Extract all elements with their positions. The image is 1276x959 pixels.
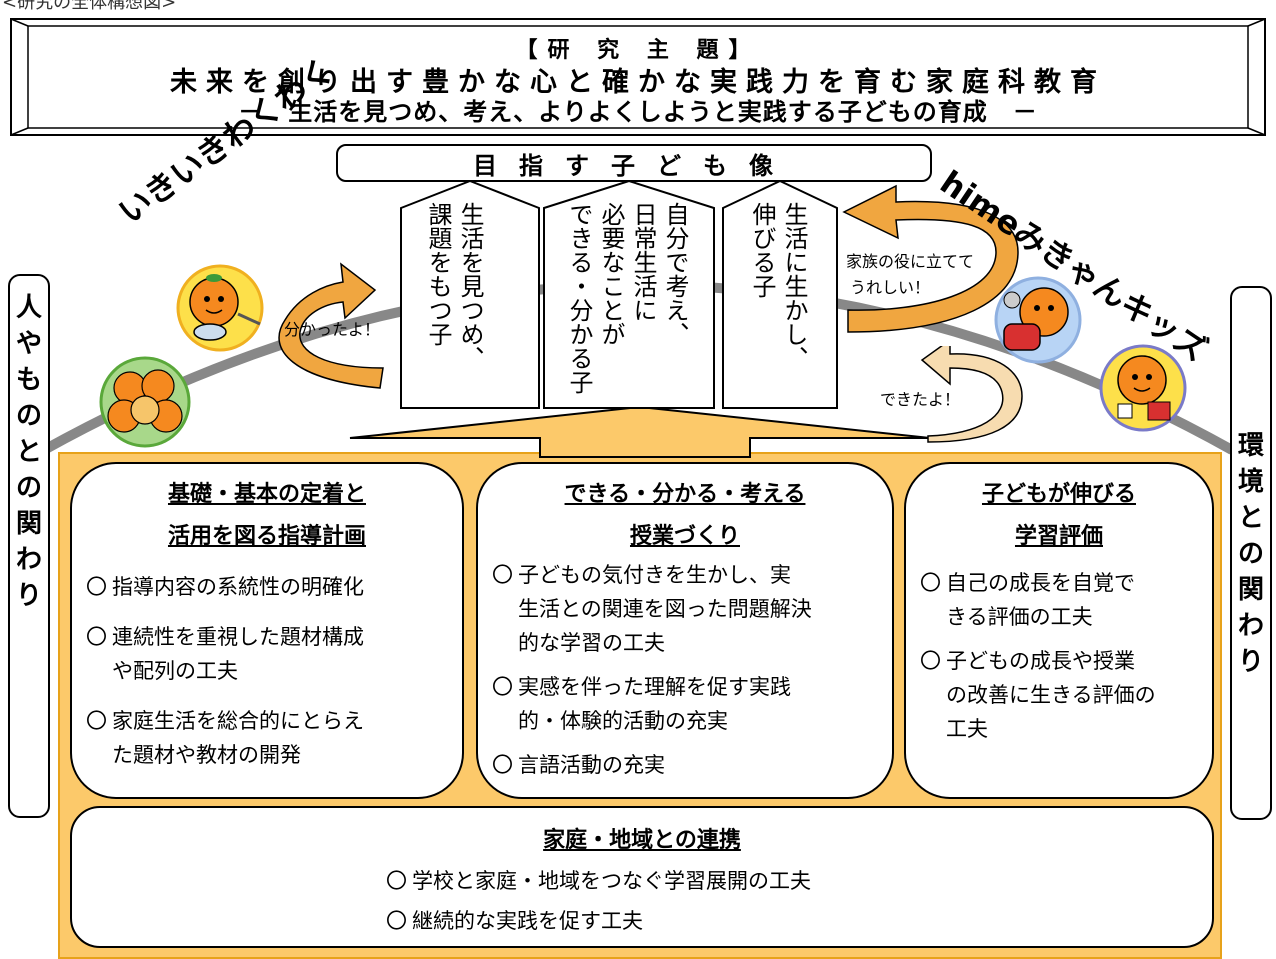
left-side-char: 人	[15, 293, 42, 323]
left-side-char: と	[15, 437, 42, 467]
panel-2-title-2: 授業づくり	[629, 524, 740, 549]
panel-2-item-3: 〇言語活動の充実	[492, 753, 665, 777]
panel-3-item-2: 〇子どもの成長や授業	[920, 649, 1135, 673]
speech-done: できたよ！	[880, 390, 961, 409]
speech-family-1: 家族の役に立てて	[846, 252, 975, 271]
arrow-right-small	[920, 346, 1023, 443]
panel-3-title-2: 学習評価	[1014, 524, 1103, 549]
mascot-group-icon	[99, 356, 191, 448]
left-side-text: 人やものとの関わり	[16, 276, 42, 614]
panel-1-title-2: 活用を図る指導計画	[167, 524, 366, 549]
left-side-char: 関	[15, 509, 42, 539]
panel-1-title-1: 基礎・基本の定着と	[167, 482, 366, 507]
right-side-char: と	[1237, 503, 1264, 533]
left-side-char: の	[15, 401, 42, 431]
theme-subtitle: － 生活を見つめ、考え、よりよくしようと実践する子どもの育成 －	[238, 98, 1038, 126]
right-side-label: 環境との関わり	[1230, 286, 1272, 820]
mascot-wallet-icon	[994, 276, 1082, 364]
panel-lesson-design: できる・分かる・考える 授業づくり 〇子どもの気付きを生かし、実 生活との関連を…	[476, 462, 894, 799]
right-side-char: わ	[1237, 611, 1264, 641]
panel-2-item-2-cont: 的・体験的活動の充実	[518, 709, 728, 733]
theme-main: 未来を創り出す豊かな心と確かな実践力を育む家庭科教育	[170, 67, 1106, 98]
goal-text-3: 生活に生かし、 伸びる子	[748, 202, 808, 370]
panel-guidance-plan: 基礎・基本の定着と 活用を図る指導計画 〇指導内容の系統性の明確化 〇連続性を重…	[70, 462, 464, 799]
goal-box-3: 生活に生かし、 伸びる子	[722, 180, 838, 410]
right-side-text: 環境との関わり	[1238, 288, 1264, 680]
arrow-right-big	[842, 184, 1019, 333]
goal-banner: 目指す子ども像	[336, 144, 932, 182]
goal-box-1: 生活を見つめ、 課題をもつ子	[400, 180, 540, 410]
panel-1-item-1: 〇指導内容の系統性の明確化	[86, 575, 364, 599]
speech-understood: 分かったよ！	[284, 320, 381, 339]
panel-1-item-3-cont: た題材や教材の開発	[112, 743, 301, 767]
panel-1-item-3: 〇家庭生活を総合的にとらえ	[86, 709, 364, 733]
left-side-char: や	[15, 329, 42, 359]
figure-caption: <研究の全体構想図>	[2, 0, 177, 13]
right-side-char: 関	[1237, 575, 1264, 605]
theme-frame-border	[10, 18, 1266, 136]
theme-heading: 【研 究 主 題】	[515, 38, 761, 63]
right-side-char: の	[1237, 539, 1264, 569]
goal-box-2: 自分で考え、 日常生活に 必要なことが できる・分かる子	[543, 180, 715, 410]
bottom-item-1: 〇学校と家庭・地域をつなぐ学習展開の工夫	[386, 869, 811, 893]
mascot-cooking-icon	[176, 264, 264, 352]
panel-home-community: 家庭・地域との連携 〇学校と家庭・地域をつなぐ学習展開の工夫 〇継続的な実践を促…	[70, 806, 1214, 948]
goal-text-2: 自分で考え、 日常生活に 必要なことが できる・分かる子	[565, 202, 689, 394]
theme-frame: 【研 究 主 題】 未来を創り出す豊かな心と確かな実践力を育む家庭科教育 － 生…	[10, 18, 1266, 136]
panel-2-item-2: 〇実感を伴った理解を促す実践	[492, 675, 791, 699]
panel-3-item-2-cont: の改善に生きる評価の	[946, 683, 1156, 707]
panel-1-item-2: 〇連続性を重視した題材構成	[86, 625, 364, 649]
panel-2-item-1: 〇子どもの気付きを生かし、実	[492, 563, 791, 587]
left-side-label: 人やものとの関わり	[8, 274, 50, 818]
panel-1-item-2-cont: や配列の工夫	[112, 659, 238, 683]
panel-3-item-2-cont2: 工夫	[946, 717, 988, 741]
panel-2-item-1-cont2: 的な学習の工夫	[518, 631, 665, 655]
panel-2-title-1: できる・分かる・考える	[564, 482, 806, 507]
left-side-char: わ	[15, 545, 42, 575]
left-side-char: も	[15, 365, 42, 395]
right-side-char: り	[1237, 647, 1264, 677]
right-side-char: 環	[1237, 431, 1264, 461]
left-side-char: り	[15, 581, 42, 611]
panel-3-item-1: 〇自己の成長を自覚で	[920, 571, 1135, 595]
left-side-char: の	[15, 473, 42, 503]
panel-3-item-1-cont: きる評価の工夫	[946, 605, 1093, 629]
bottom-item-2: 〇継続的な実践を促す工夫	[386, 909, 643, 933]
mascot-apron-icon	[1099, 344, 1187, 432]
speech-family-2: うれしい！	[850, 278, 931, 297]
goal-connector-roof	[349, 405, 931, 458]
panel-3-title-1: 子どもが伸びる	[981, 482, 1136, 507]
goal-text-1: 生活を見つめ、 課題をもつ子	[424, 202, 484, 370]
bottom-panel-title: 家庭・地域との連携	[543, 828, 741, 853]
panel-2-item-1-cont: 生活との関連を図った問題解決	[518, 597, 812, 621]
arrow-left-up	[278, 262, 384, 389]
panel-assessment: 子どもが伸びる 学習評価 〇自己の成長を自覚で きる評価の工夫 〇子どもの成長や…	[904, 462, 1214, 799]
right-side-char: 境	[1237, 467, 1264, 497]
